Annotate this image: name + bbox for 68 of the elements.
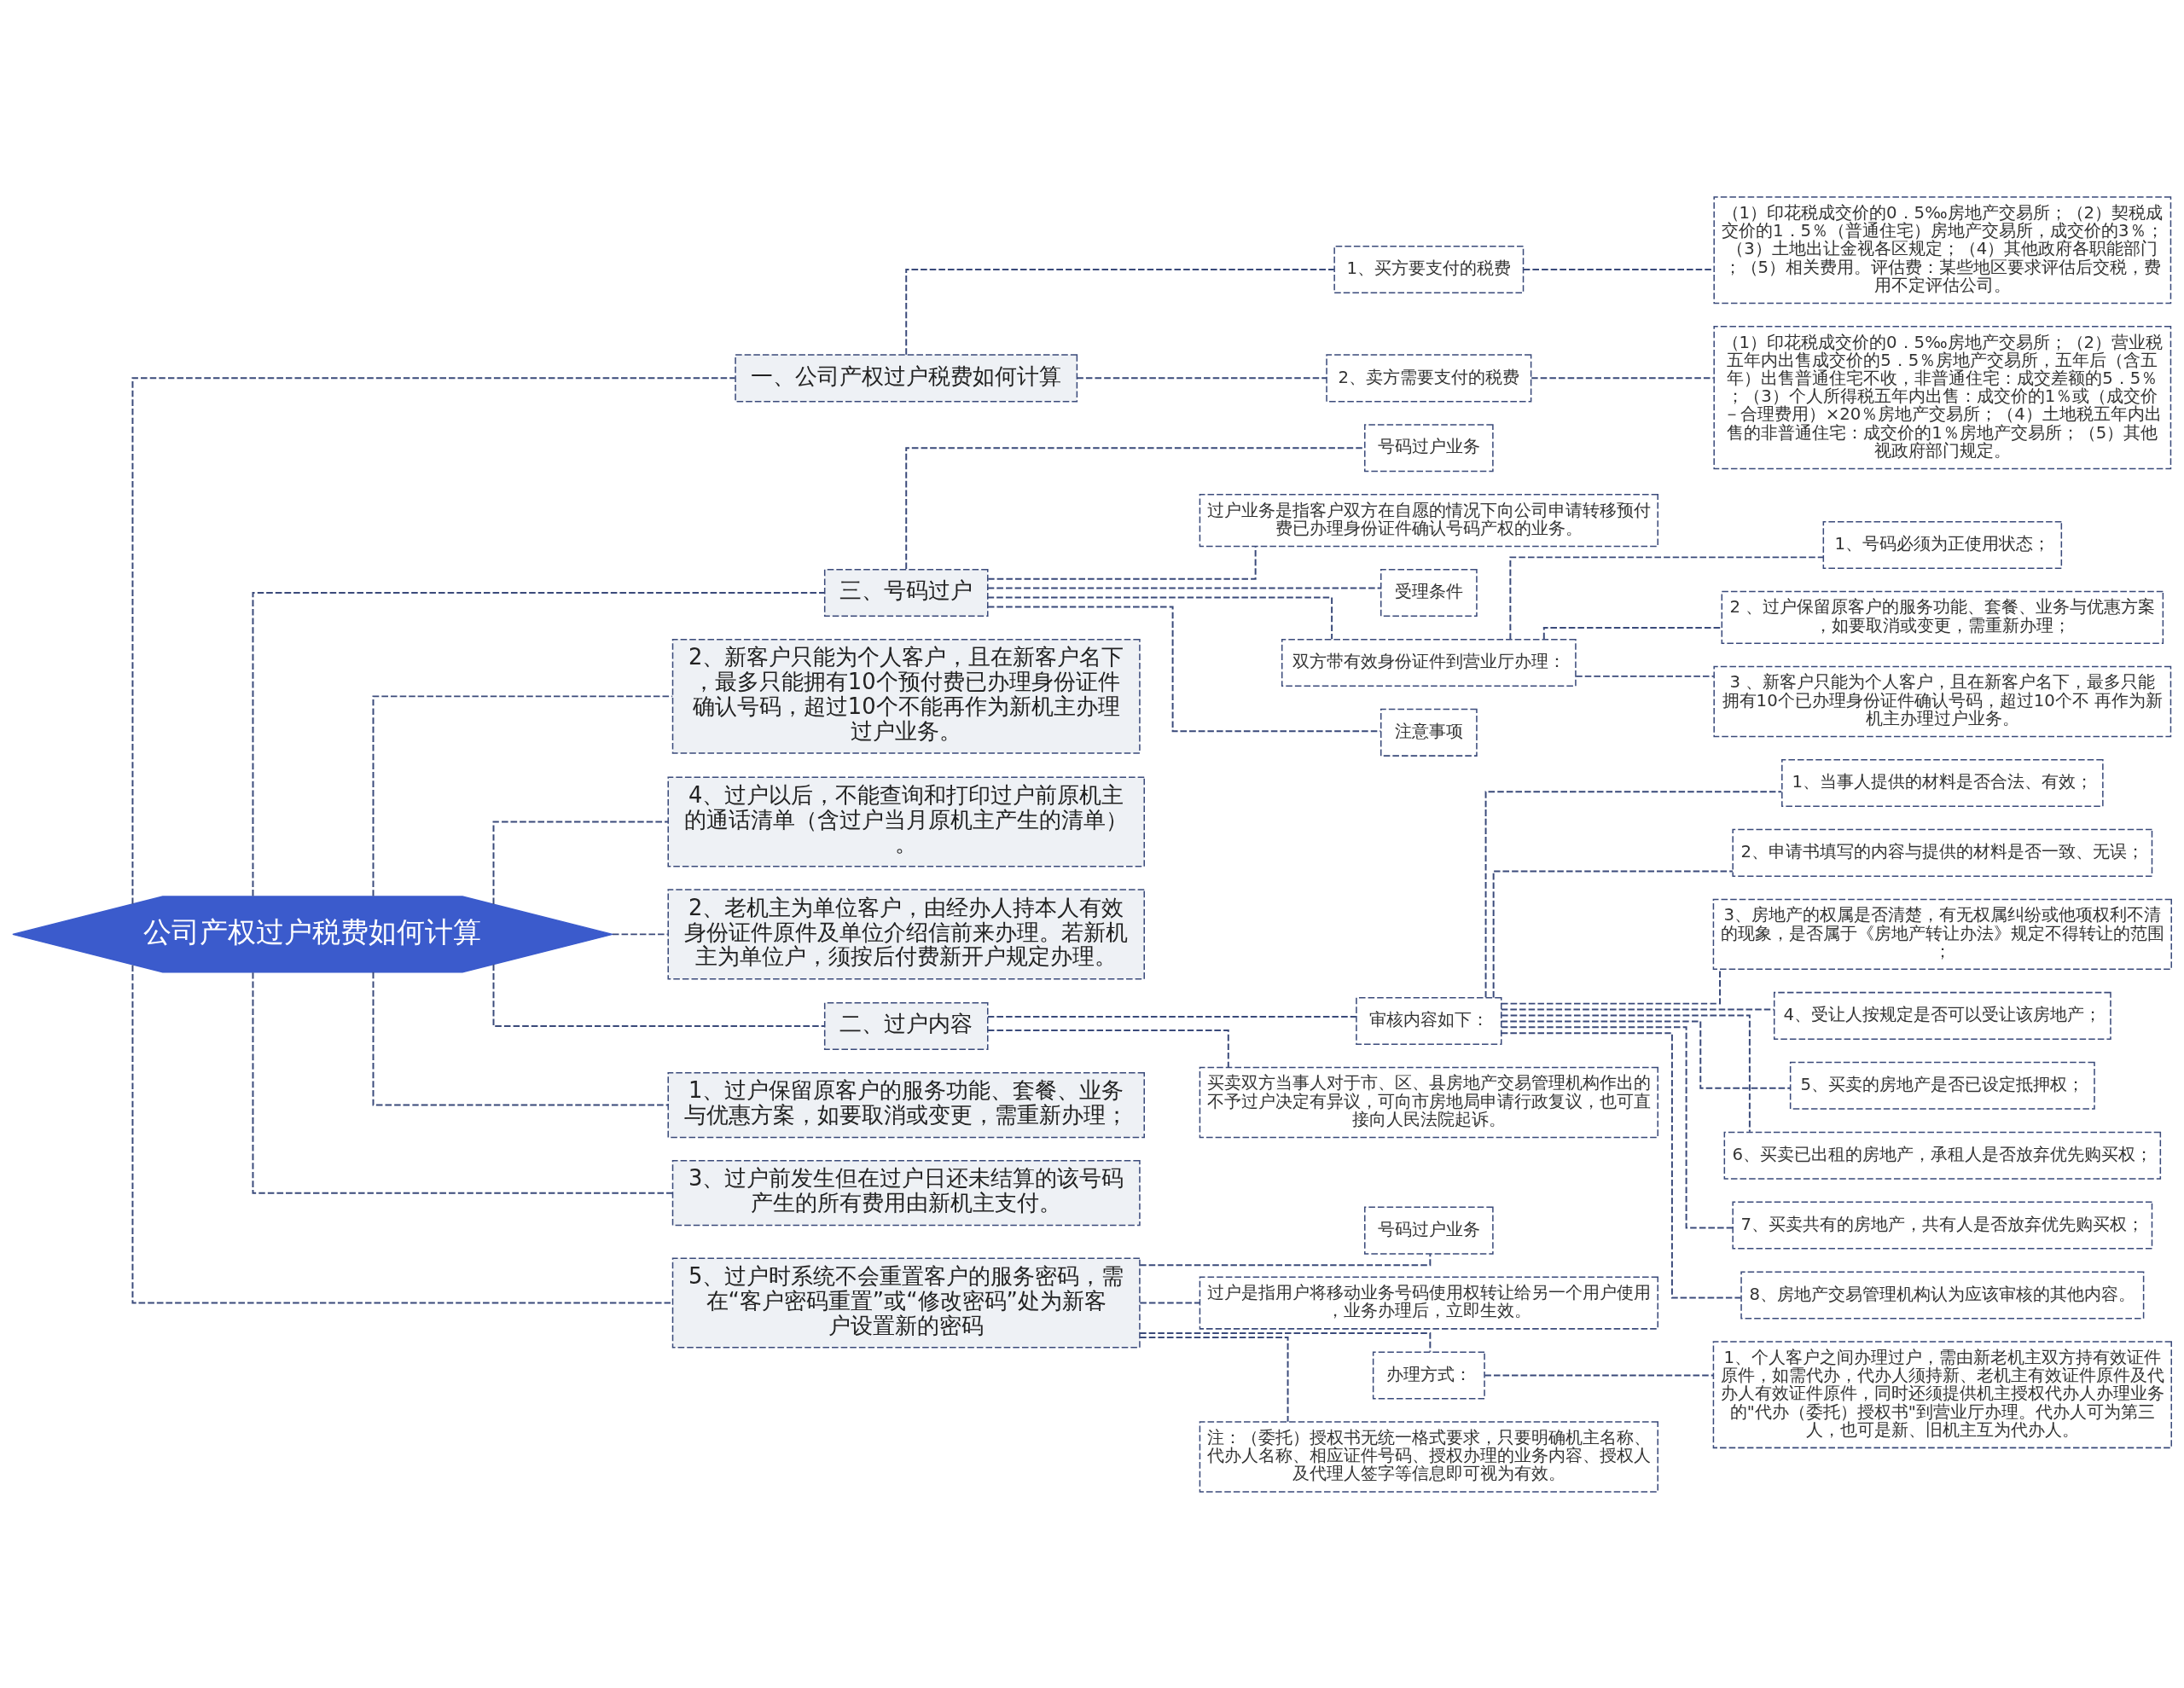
connector xyxy=(1139,1302,1201,1304)
node-box: 5、买卖的房地产是否已设定抵押权； xyxy=(1789,1061,2095,1110)
connector xyxy=(252,971,674,1194)
node-box: 3、房地产的权属是否清楚，有无权属纠纷或他项权利不清的现象，是否属于《房地产转让办法》规定不得转让的范围； xyxy=(1712,898,2172,970)
connector xyxy=(131,964,674,1304)
connector xyxy=(611,932,669,935)
node-box: 注意事项 xyxy=(1380,708,1478,757)
node-box: 注：（委托）授权书无统一格式要求，只要明确机主名称、代办人名称、相应证件号码、授权办理的业务内容、授权人及代理人签字等信息即可视为有效。 xyxy=(1199,1420,1658,1493)
connector xyxy=(372,971,670,1106)
connector xyxy=(1501,1014,1751,1133)
node-box: 一、公司产权过户税费如何计算 xyxy=(735,353,1078,402)
connector xyxy=(986,596,1333,640)
node-box: 受理条件 xyxy=(1380,568,1478,617)
node-box: 1、个人客户之间办理过户，需由新老机主双方持有效证件原件，如需代办，代办人须持新、老机主有效证件原件及代办人有效证件原件，同时还须提供机主授权代办人办理业务的"代办（委托）授权书"到营业厅办理。代办人可为第三人，也可是新、旧机主互为代办人。 xyxy=(1712,1340,2172,1448)
connector xyxy=(252,591,826,897)
node-box: 1、号码必须为正使用状态； xyxy=(1822,520,2063,569)
connector xyxy=(905,268,1335,356)
node-box: 3、过户前发生但在过户日还未结算的该号码产生的所有费用由新机主支付。 xyxy=(671,1159,1141,1226)
connector xyxy=(1501,1031,1742,1298)
connector xyxy=(1484,790,1783,998)
connector xyxy=(1501,1025,1734,1229)
node-box: 过户是指用户将移动业务号码使用权转让给另一个用户使用，业务办理后，立即生效。 xyxy=(1199,1275,1658,1330)
connector xyxy=(987,1029,1229,1068)
node-box: 2、老机主为单位客户，由经办人持本人有效身份证件原件及单位介绍信前来办理。若新机主为单位户，须按后付费新开户规定办理。 xyxy=(667,888,1145,979)
connector xyxy=(987,605,1382,732)
connector xyxy=(1139,1252,1432,1266)
node-box: 号码过户业务 xyxy=(1364,423,1494,472)
node-box: （1）印花税成交价的0．5‰房地产交易所；（2）契税成交价的1．5％（普通住宅）房地产交易所，成交价的3％；（3）土地出让金视各区规定；（4）其他政府各职能部门；（5）相关费用。评估费：某些地区要求评估后交税，费用不定评估公司。 xyxy=(1713,195,2172,304)
node-box: 7、买卖共有的房地产，共有人是否放弃优先购买权； xyxy=(1732,1201,2153,1250)
connector xyxy=(1138,1336,1289,1423)
node-box: 1、当事人提供的材料是否合法、有效； xyxy=(1781,758,2104,807)
node-box: 三、号码过户 xyxy=(823,568,989,617)
connector xyxy=(492,963,826,1027)
node-box: 审核内容如下： xyxy=(1356,996,1502,1045)
node-box: 2、卖方需要支付的税费 xyxy=(1326,353,1532,402)
connector xyxy=(1076,376,1328,379)
connector xyxy=(1509,555,1825,640)
node-box: 办理方式： xyxy=(1372,1350,1485,1399)
node-box: 2、申请书填写的内容与提供的材料是否一致、无误； xyxy=(1732,828,2153,877)
node-box: （1）印花税成交价的0．5‰房地产交易所；（2）营业税五年内出售成交价的5．5％房地产交易所，五年后（含五年）出售普通住宅不收，非普通住宅：成交差额的5．5％；（3）个人所得税五年内出售：成交价的1％或（成交价－合理费用）×20％房地产交易所；（4）土地税五年内出售的非普通住宅：成交价的1％房地产交易所；（5）其他视政府部门规定。 xyxy=(1713,325,2172,469)
node-box: 1、买方要支付的税费 xyxy=(1333,245,1525,293)
connector xyxy=(1500,1008,1775,1011)
connector xyxy=(1500,1019,1792,1089)
node-box: 3 、新客户只能为个人客户，且在新客户名下，最多只能拥有10个已办理身份证件确认号码，超过10个不 再作为新机主办理过户业务。 xyxy=(1713,665,2172,737)
node-box: 5、过户时系统不会重置客户的服务密码，需在“客户密码重置”或“修改密码”处为新客户设置新的密码 xyxy=(671,1256,1141,1349)
node-box: 2、新客户只能为个人客户，且在新客户名下，最多只能拥有10个预付费已办理身份证件确认号码，超过10个不能再作为新机主办理过户业务。 xyxy=(671,638,1141,754)
connector xyxy=(986,1015,1357,1018)
connector xyxy=(372,694,674,897)
node-box: 二、过户内容 xyxy=(823,1001,989,1050)
node-box: 买卖双方当事人对于市、区、县房地产交易管理机构作出的不予过户决定有异议，可向市房地局申请行政复议，也可直接向人民法院起诉。 xyxy=(1199,1066,1658,1138)
connector xyxy=(1492,869,1734,999)
connector xyxy=(1575,675,1715,677)
node-box: 4、受让人按规定是否可以受让该房地产； xyxy=(1773,991,2111,1040)
connector xyxy=(1501,968,1721,1005)
connector xyxy=(131,376,736,905)
connector xyxy=(1531,376,1715,379)
node-box: 4、过户以后，不能查询和打印过户前原机主的通话清单（含过户当月原机主产生的清单）。 xyxy=(667,775,1145,867)
connector xyxy=(987,545,1257,580)
node-box: 2 、过户保留原客户的服务功能、套餐、业务与优惠方案，如要取消或变更，需重新办理； xyxy=(1721,590,2164,644)
node-box: 双方带有效身份证件到营业厅办理： xyxy=(1281,638,1577,687)
connector xyxy=(492,820,669,905)
connector xyxy=(986,587,1382,589)
node-box: 1、过户保留原客户的服务功能、套餐、业务与优惠方案，如要取消或变更，需重新办理； xyxy=(667,1071,1145,1138)
node-box: 号码过户业务 xyxy=(1364,1206,1494,1255)
node-box: 过户业务是指客户双方在自愿的情况下向公司申请转移预付费已办理身份证件确认号码产权的业务。 xyxy=(1199,493,1658,547)
node-box: 6、买卖已出租的房地产，承租人是否放弃优先购买权； xyxy=(1723,1131,2162,1180)
node-box: 8、房地产交易管理机构认为应该审核的其他内容。 xyxy=(1740,1270,2145,1319)
connector xyxy=(1484,1373,1715,1376)
